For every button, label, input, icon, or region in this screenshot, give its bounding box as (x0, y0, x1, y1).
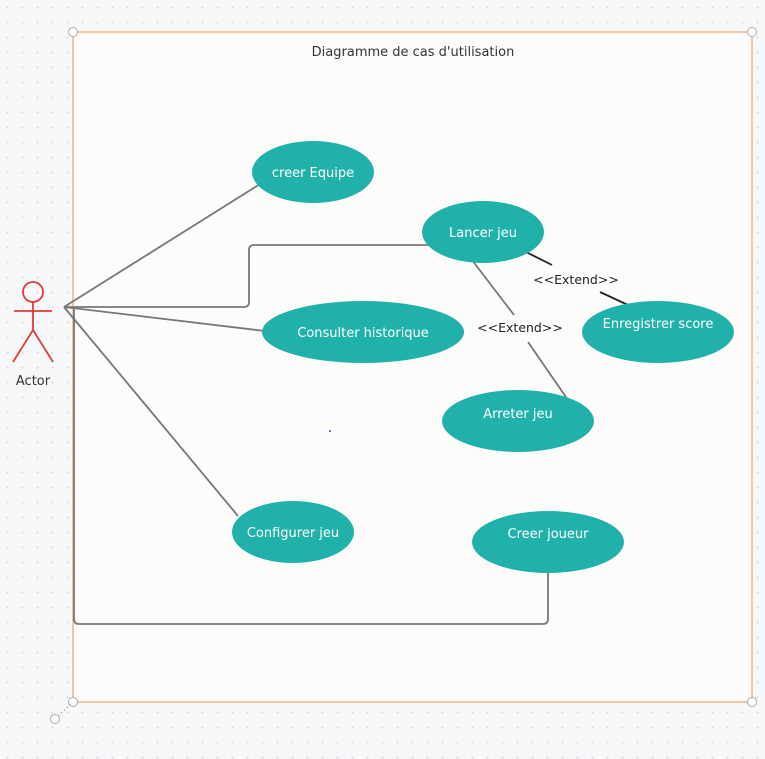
use-case-enregistrer-score[interactable]: Enregistrer score (582, 301, 734, 363)
resize-handle-top-right[interactable] (747, 27, 757, 37)
extend-line-arreter-lower[interactable] (527, 341, 569, 401)
use-case-label: Configurer jeu (247, 526, 339, 541)
use-case-label: Lancer jeu (449, 226, 517, 241)
stray-dot (329, 430, 331, 432)
use-case-label: Enregistrer score (603, 317, 714, 332)
use-case-consulter-historique[interactable]: Consulter historique (262, 301, 464, 363)
resize-handle-top-left[interactable] (68, 27, 78, 37)
use-case-label: Arreter jeu (483, 407, 553, 422)
extend-label-score: <<Extend>> (533, 272, 619, 287)
use-case-label: Creer joueur (508, 527, 590, 542)
rotate-handle[interactable] (50, 714, 60, 724)
use-case-configurer-jeu[interactable]: Configurer jeu (232, 501, 354, 563)
actor-label: Actor (16, 374, 51, 389)
association-consulter-historique[interactable] (63, 306, 266, 332)
system-boundary[interactable] (72, 31, 753, 703)
diagram-title: Diagramme de cas d'utilisation (312, 45, 515, 60)
association-creer-joueur[interactable] (73, 307, 549, 625)
use-case-creer-equipe[interactable]: creer Equipe (252, 141, 374, 203)
actor-left-leg (12, 329, 34, 363)
use-case-arreter-jeu[interactable]: Arreter jeu (442, 390, 594, 452)
actor-head-icon (22, 281, 44, 303)
resize-handle-bottom-right[interactable] (747, 697, 757, 707)
use-case-label: Consulter historique (297, 326, 429, 341)
use-case-lancer-jeu[interactable]: Lancer jeu (422, 201, 544, 263)
extend-label-arreter: <<Extend>> (477, 320, 563, 335)
actor[interactable] (12, 281, 54, 363)
use-case-label: creer Equipe (272, 166, 354, 181)
actor-right-leg (32, 329, 54, 363)
extend-line-score-lower[interactable] (599, 291, 629, 306)
association-configurer-jeu[interactable] (63, 306, 239, 517)
extend-line-arreter-upper[interactable] (471, 259, 515, 316)
extend-line-score-upper[interactable] (523, 250, 553, 266)
association-creer-equipe[interactable] (63, 183, 261, 308)
use-case-creer-joueur[interactable]: Creer joueur (472, 511, 624, 573)
association-lancer-jeu[interactable] (64, 244, 430, 308)
